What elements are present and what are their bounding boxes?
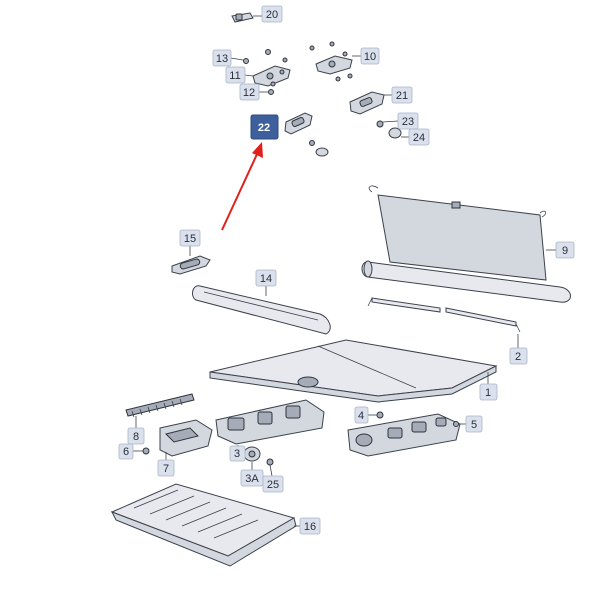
part-9-roller-blind (361, 185, 571, 303)
svg-text:12: 12 (243, 87, 255, 99)
part-25-screw (266, 458, 274, 477)
part-24-cap (388, 127, 409, 139)
callout-20: 20 (261, 5, 283, 23)
part-3-mechanism (215, 399, 325, 452)
callout-3: 3 (229, 445, 246, 462)
callout-21: 21 (391, 86, 413, 104)
svg-text:4: 4 (358, 410, 364, 422)
callout-14: 14 (255, 269, 277, 287)
part-13-screw (230, 49, 271, 64)
part-15 (171, 246, 211, 275)
part-10 (309, 41, 361, 82)
part-3a-disc (243, 446, 261, 470)
callout-25: 25 (262, 475, 284, 493)
callout-13: 13 (212, 49, 232, 67)
callout-9: 9 (555, 241, 575, 259)
callout-4: 4 (354, 406, 369, 424)
svg-text:7: 7 (163, 463, 169, 475)
callout-7: 7 (157, 459, 175, 477)
part-11 (244, 57, 291, 87)
svg-text:3: 3 (234, 448, 240, 460)
callout-3a: 3A (240, 469, 264, 487)
callout-15: 15 (179, 229, 201, 247)
callout-16: 16 (299, 517, 321, 535)
part-6-screw (133, 447, 150, 455)
part-8 (125, 393, 195, 428)
callout-6: 6 (118, 443, 134, 460)
svg-text:1: 1 (485, 387, 491, 399)
svg-text:5: 5 (471, 419, 477, 431)
part-21 (349, 91, 392, 115)
part-7 (159, 419, 213, 460)
svg-text:8: 8 (133, 431, 139, 443)
svg-text:21: 21 (396, 90, 408, 102)
part-12-screw (259, 81, 276, 95)
callout-22-highlighted: 22 (250, 114, 279, 140)
svg-text:9: 9 (562, 245, 568, 257)
callout-11: 11 (225, 66, 246, 84)
callout-24: 24 (408, 128, 430, 146)
callout-10: 10 (360, 47, 380, 65)
callout-2: 2 (509, 347, 528, 365)
svg-text:15: 15 (184, 233, 196, 245)
svg-text:16: 16 (304, 521, 316, 533)
part-5-mechanism (347, 413, 466, 457)
callout-23: 23 (397, 112, 419, 130)
callout-12: 12 (239, 83, 260, 101)
svg-text:22: 22 (258, 122, 270, 134)
svg-text:11: 11 (229, 70, 240, 82)
svg-text:13: 13 (216, 53, 228, 65)
svg-text:10: 10 (364, 51, 376, 63)
callout-8: 8 (127, 427, 145, 445)
part-2-rod (367, 297, 521, 348)
part-23-screw (376, 120, 399, 128)
svg-text:6: 6 (123, 446, 129, 458)
svg-text:2: 2 (515, 351, 521, 363)
svg-text:25: 25 (267, 479, 279, 491)
svg-text:23: 23 (402, 116, 414, 128)
part-22 (284, 112, 329, 157)
part-14 (192, 285, 331, 335)
part-1-floor-panel (209, 339, 498, 403)
svg-text:3A: 3A (245, 473, 259, 485)
callout-5: 5 (465, 415, 483, 433)
callout-1: 1 (479, 383, 498, 401)
part-4-screw (367, 411, 384, 419)
part-16-boot-tray (110, 483, 300, 567)
svg-text:20: 20 (266, 9, 278, 21)
svg-text:24: 24 (413, 132, 425, 144)
svg-text:14: 14 (260, 273, 272, 285)
part-20 (231, 12, 262, 23)
red-arrow (221, 142, 263, 231)
